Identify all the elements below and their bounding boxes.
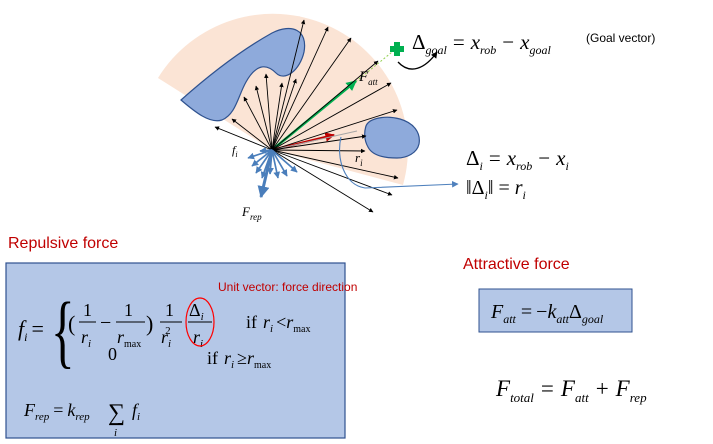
obstacle-right <box>364 116 420 159</box>
repulsive-total-arrow <box>257 149 274 199</box>
label-r-i: ri <box>355 150 363 168</box>
svg-text:): ) <box>146 311 153 336</box>
distance-line <box>271 130 358 151</box>
goal-vector-note: (Goal vector) <box>586 31 655 45</box>
label-f-i: fi <box>232 143 238 159</box>
svg-text:0: 0 <box>108 344 117 364</box>
svg-text:ri2: ri2 <box>161 325 171 350</box>
unit-vector-note: Unit vector: force direction <box>218 280 357 294</box>
delta-i-equation: Δi=xrob−xi <box>466 146 569 173</box>
delta-goal-equation: Δgoal=xrob−xgoal <box>412 30 551 57</box>
svg-text:Frep=krep: Frep=krep <box>23 400 90 423</box>
distance-pointer-arrow <box>339 136 459 189</box>
label-f-rep: Frep <box>241 204 262 222</box>
svg-text:Δi: Δi <box>189 300 204 323</box>
sensing-region <box>158 13 408 185</box>
svg-text:−: − <box>100 312 111 334</box>
svg-text:{: { <box>51 285 75 376</box>
svg-text:∑: ∑ <box>108 400 125 426</box>
svg-text:fi: fi <box>132 400 140 423</box>
svg-text:ri: ri <box>193 327 203 350</box>
svg-text:fi=: fi= <box>18 316 44 344</box>
sensor-rays <box>214 19 399 213</box>
plus-icon <box>390 42 404 56</box>
attractive-force-box <box>478 288 633 333</box>
label-f-att: Fatt <box>358 69 378 87</box>
svg-text:ri: ri <box>81 327 91 350</box>
repulsive-heading: Repulsive force <box>8 235 118 252</box>
svg-text:1: 1 <box>83 300 92 320</box>
svg-text:i: i <box>114 427 117 439</box>
f-total-equation: Ftotal=Fatt+Frep <box>495 376 647 405</box>
svg-text:1: 1 <box>124 300 133 320</box>
f-att-equation: Fatt=−kattΔgoal <box>490 301 604 326</box>
repulsive-force-box <box>5 262 346 439</box>
obstacle-left <box>180 28 306 122</box>
f-rep-equation: Frep=krep ∑ i fi <box>23 400 140 439</box>
svg-text:1: 1 <box>165 300 174 320</box>
attractive-heading: Attractive force <box>463 256 570 273</box>
unit-vector-circle <box>185 297 215 347</box>
repulsive-component-arrows <box>247 147 298 179</box>
goal-pointer-arrow <box>397 51 438 70</box>
svg-text:(: ( <box>68 311 75 336</box>
svg-text:rmax: rmax <box>117 327 141 350</box>
norm-delta-equation: ‖Δi‖=ri <box>466 177 526 202</box>
